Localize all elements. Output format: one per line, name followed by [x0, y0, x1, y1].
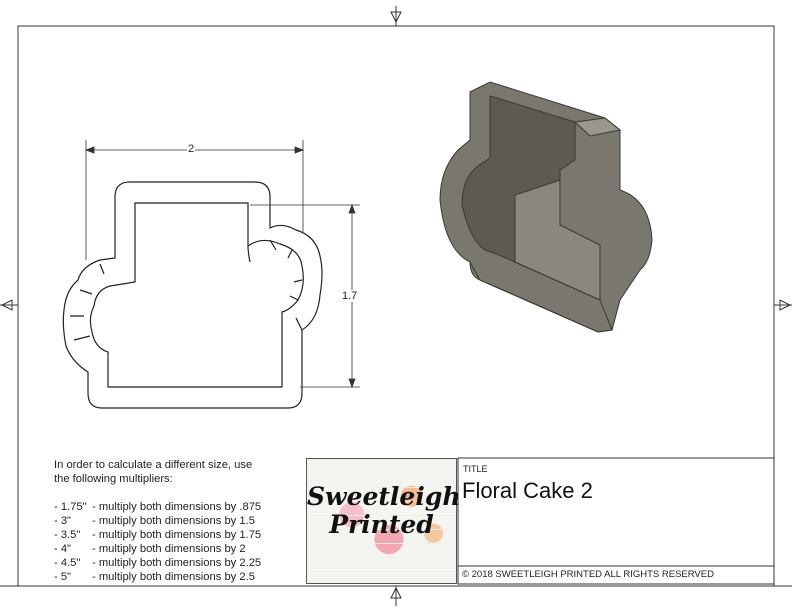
size: - 1.75": [54, 501, 87, 513]
title-block: [457, 457, 775, 585]
height-dimension-label: 1.7: [341, 290, 359, 302]
size: - 3.5": [54, 529, 81, 541]
drawing-title: Floral Cake 2: [462, 478, 593, 503]
model-top-edge: [573, 117, 622, 137]
multiplier: - multiply both dimensions by 1.5: [92, 515, 255, 527]
logo-line1: Sweetleigh: [307, 482, 461, 511]
right-center-marker-icon: [774, 299, 792, 311]
model-inner-wall: [514, 179, 601, 301]
notes-intro-line1: In order to calculate a different size, …: [54, 459, 253, 471]
size-notes: In order to calculate a different size, …: [54, 458, 261, 584]
multiplier-row: - 1.75" - multiply both dimensions by .87…: [54, 500, 261, 514]
multiplier: - multiply both dimensions by 2: [92, 543, 246, 555]
multiplier-row: - 4.5" - multiply both dimensions by 2.25: [54, 556, 261, 570]
notes-intro-line2: the following multipliers:: [54, 473, 173, 485]
center-markers: [0, 6, 792, 606]
logo-line2: Printed: [329, 510, 434, 539]
size: - 5": [54, 571, 72, 583]
bottom-center-marker-icon: [390, 586, 402, 606]
multiplier-row: - 4" - multiply both dimensions by 2: [54, 542, 261, 556]
outer-outline: [62, 181, 323, 409]
outline-view: [62, 181, 323, 409]
inner-outline: [89, 202, 304, 388]
left-center-marker-icon: [0, 299, 18, 311]
size: - 4.5": [54, 557, 81, 569]
multiplier-row: - 5" - multiply both dimensions by 2.5: [54, 570, 261, 584]
multiplier: - multiply both dimensions by .875: [92, 501, 262, 513]
size: - 3": [54, 515, 72, 527]
multiplier: - multiply both dimensions by 2.25: [92, 557, 262, 569]
isometric-model-view: [439, 81, 653, 333]
multiplier-row: - 3" - multiply both dimensions by 1.5: [54, 514, 261, 528]
dimension-lines: [84, 140, 360, 389]
multiplier: - multiply both dimensions by 2.5: [92, 571, 255, 583]
copyright-text: © 2018 SWEETLEIGH PRINTED ALL RIGHTS RES…: [462, 569, 714, 580]
multiplier: - multiply both dimensions by 1.75: [92, 529, 262, 541]
model-bottom-edge: [469, 261, 613, 333]
size: - 4": [54, 543, 72, 555]
title-label: TITLE: [463, 464, 488, 474]
height-arrows: [348, 203, 356, 389]
top-center-marker-icon: [390, 6, 402, 26]
flower-petal-lines: [70, 239, 303, 341]
width-arrows: [84, 146, 305, 154]
width-dimension-label: 2: [187, 143, 196, 155]
multiplier-row: - 3.5" - multiply both dimensions by 1.75: [54, 528, 261, 542]
sweetleigh-logo: Sweetleigh Printed: [306, 458, 461, 584]
